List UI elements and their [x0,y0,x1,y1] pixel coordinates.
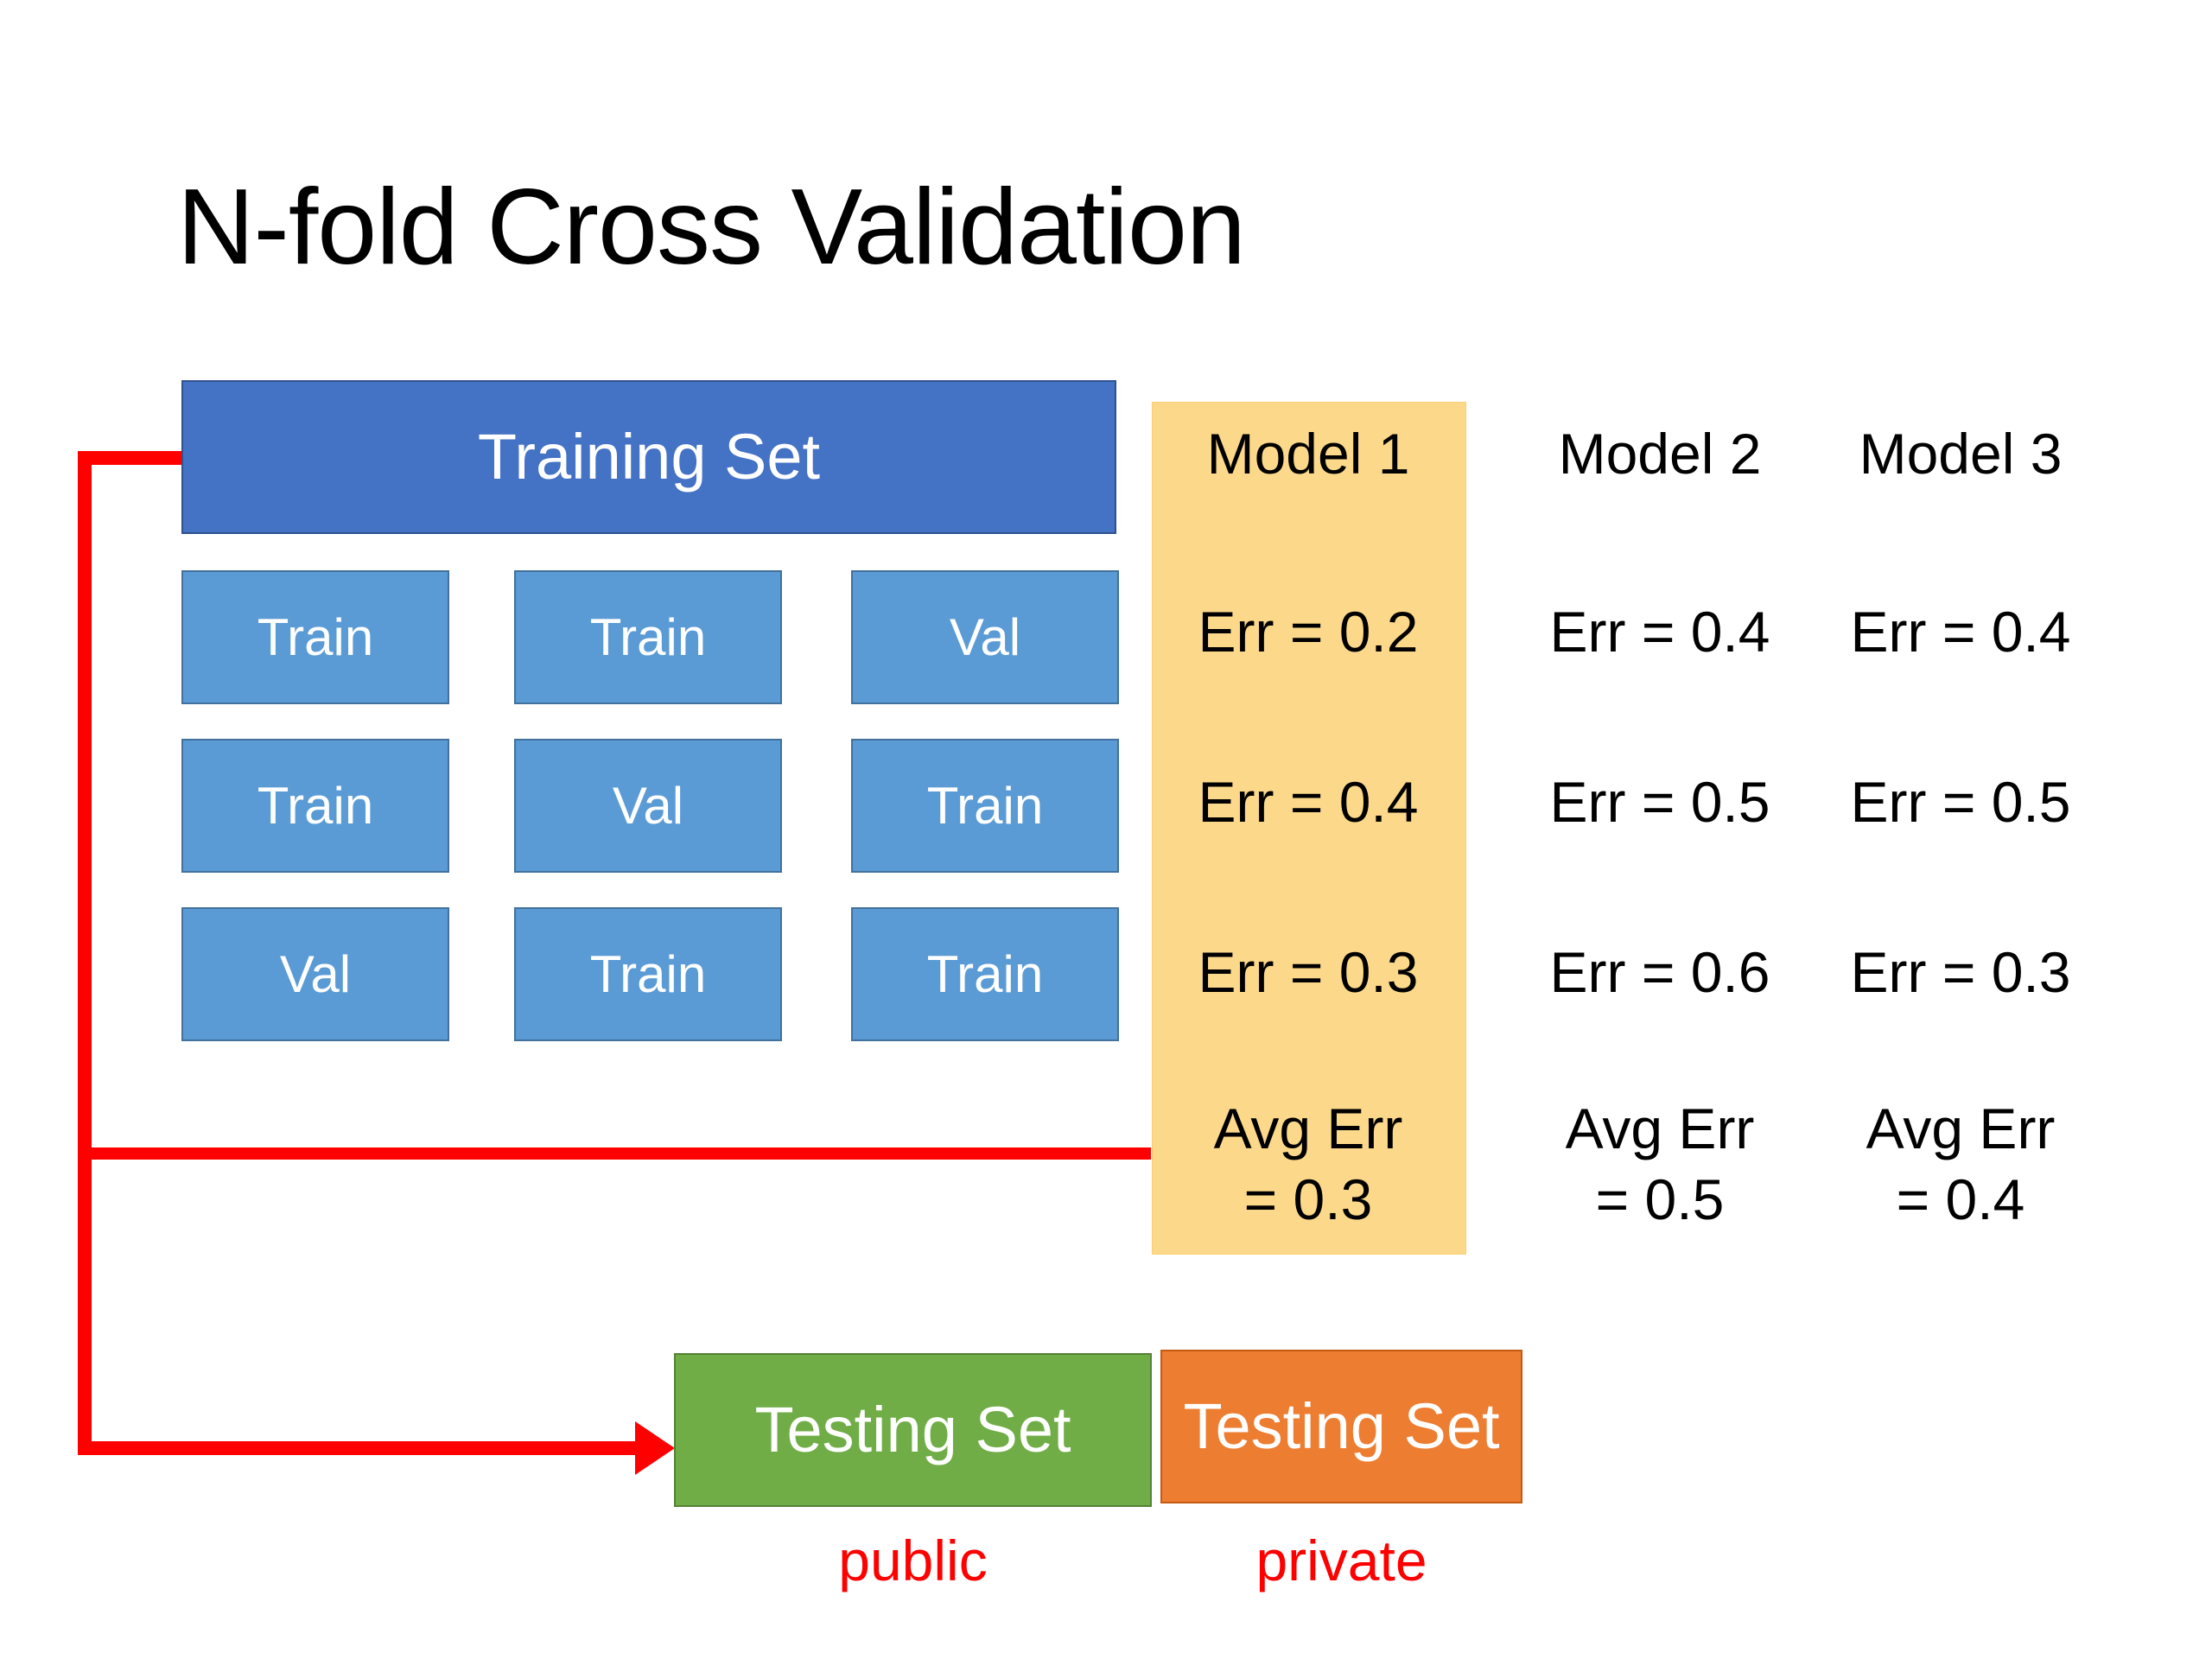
arrow-right-icon [635,1421,675,1475]
training-set-box[interactable]: Training Set [181,380,1116,534]
model-2-title: Model 2 [1558,422,1762,486]
connector-line-bottom [78,1441,639,1455]
fold-cell-label: Train [926,776,1044,835]
connector-line-vertical [78,451,92,1455]
connector-line-middle [78,1147,1151,1160]
model-2-average-label: Avg Err [1565,1096,1755,1160]
model-3-average-label: Avg Err [1866,1096,2056,1160]
testing-set-public-caption: public [838,1529,988,1592]
fold-cell-r1c1[interactable]: Val [514,739,782,873]
fold-cell-r1c0[interactable]: Train [181,739,449,873]
model-1-average-label: Avg Err [1213,1096,1403,1160]
model-column-1[interactable]: Model 1 Err = 0.2 Err = 0.4 Err = 0.3 Av… [1152,402,1465,1253]
fold-cell-label: Val [949,607,1021,666]
training-set-label: Training Set [477,421,821,493]
model-2-error-1: Err = 0.5 [1549,770,1770,834]
page-title: N-fold Cross Validation [177,168,1246,287]
model-1-error-2: Err = 0.3 [1198,940,1419,1004]
model-3-error-1: Err = 0.5 [1850,770,2071,834]
model-3-average-value: = 0.4 [1896,1167,2025,1231]
fold-cell-label: Train [926,944,1044,1003]
fold-cell-label: Val [279,944,352,1003]
model-1-error-1: Err = 0.4 [1198,770,1419,834]
model-3-average: Avg Err = 0.4 [1804,1100,2117,1228]
model-2-average-value: = 0.5 [1595,1167,1725,1231]
model-2-error-0: Err = 0.4 [1549,600,1770,664]
testing-set-private-label: Testing Set [1183,1390,1500,1463]
connector-line-top [78,451,190,465]
fold-cell-r0c2[interactable]: Val [851,570,1119,704]
fold-cell-r0c1[interactable]: Train [514,570,782,704]
model-1-title: Model 1 [1206,422,1410,486]
model-1-average-value: = 0.3 [1243,1167,1373,1231]
fold-cell-label: Train [589,607,707,666]
fold-cell-r2c1[interactable]: Train [514,907,782,1041]
fold-cell-r0c0[interactable]: Train [181,570,449,704]
fold-cell-label: Val [612,776,684,835]
testing-set-private-caption: private [1255,1529,1427,1592]
fold-cell-r2c2[interactable]: Train [851,907,1119,1041]
model-3-error-2: Err = 0.3 [1850,940,2071,1004]
testing-set-public-label: Testing Set [754,1394,1071,1466]
model-column-2[interactable]: Model 2 Err = 0.4 Err = 0.5 Err = 0.6 Av… [1503,402,1816,1253]
model-column-3[interactable]: Model 3 Err = 0.4 Err = 0.5 Err = 0.3 Av… [1804,402,2117,1253]
fold-cell-r2c0[interactable]: Val [181,907,449,1041]
testing-set-public-box[interactable]: Testing Set [674,1353,1152,1507]
fold-cell-r1c2[interactable]: Train [851,739,1119,873]
model-3-title: Model 3 [1859,422,2063,486]
model-2-average: Avg Err = 0.5 [1503,1100,1816,1228]
fold-cell-label: Train [589,944,707,1003]
testing-set-private-box[interactable]: Testing Set [1160,1350,1522,1503]
model-3-error-0: Err = 0.4 [1850,600,2071,664]
fold-cell-label: Train [257,776,374,835]
model-1-average: Avg Err = 0.3 [1152,1100,1465,1228]
fold-cell-label: Train [257,607,374,666]
model-1-error-0: Err = 0.2 [1198,600,1419,664]
model-2-error-2: Err = 0.6 [1549,940,1770,1004]
model-1-highlight-panel [1152,402,1466,1255]
